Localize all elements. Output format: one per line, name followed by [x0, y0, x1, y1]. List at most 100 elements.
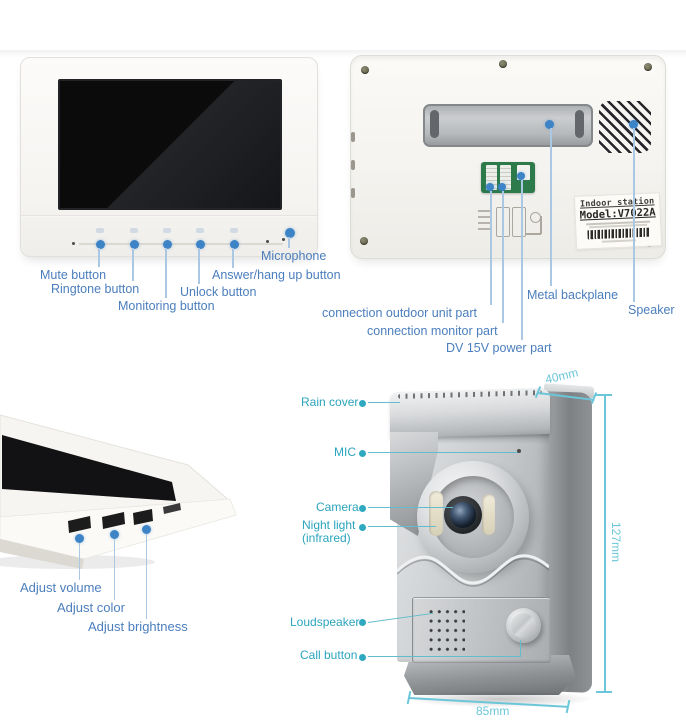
callout-dot-mic: [359, 449, 366, 457]
side-notch: [351, 132, 355, 142]
terminal-block-outdoor: [486, 165, 497, 190]
color-slider: [102, 512, 125, 529]
callout-dot-backplane: [544, 119, 554, 129]
button-glyph: [196, 228, 204, 233]
monitor-seam: [21, 215, 317, 217]
label-microphone: Microphone: [261, 249, 327, 263]
leader-line: [550, 128, 552, 286]
label-answer-button: Answer/hang up button: [212, 268, 341, 282]
label-night-light-sub: (infrared): [302, 531, 351, 545]
button-glyph: [96, 228, 104, 233]
panel-pinhole-left: [72, 242, 75, 245]
leader-line: [368, 402, 400, 404]
barcode: [587, 227, 650, 240]
label-camera: Camera: [316, 500, 359, 514]
unit-shadow: [398, 690, 603, 708]
slot-opening-left: [430, 110, 439, 138]
button-dot-monitoring: [162, 239, 172, 249]
microphone-dot: [285, 228, 295, 238]
button-glyph: [163, 228, 171, 233]
bezel-wave-seam: [397, 554, 549, 587]
leader-line: [198, 248, 200, 284]
leader-line: [368, 507, 453, 509]
metal-backplane-slot: [423, 104, 593, 147]
rain-cover-hood: [390, 387, 550, 439]
mic-hole: [517, 449, 521, 453]
callout-dot-outdoor-terminal: [486, 183, 494, 191]
slot-opening-right: [575, 110, 584, 138]
label-rain-cover: Rain cover: [301, 395, 359, 409]
callout-dot-camera: [359, 504, 366, 512]
leader-line: [368, 656, 521, 658]
microphone-pinhole: [282, 238, 285, 241]
button-dot-unlock: [195, 239, 205, 249]
leader-line: [78, 543, 80, 580]
screw: [361, 66, 369, 74]
label-adjust-volume: Adjust volume: [20, 580, 102, 595]
indoor-monitor-back: Indoor station Model:V7022A: [350, 55, 666, 259]
label-power-part: DV 15V power part: [446, 341, 552, 355]
leader-line: [232, 248, 234, 268]
label-ringtone-button: Ringtone button: [51, 282, 140, 296]
label-mute-button: Mute button: [40, 268, 107, 282]
ir-light-slot-left: [429, 491, 443, 536]
leader-line: [490, 191, 492, 305]
call-button-cap: [511, 613, 536, 638]
screw: [360, 237, 368, 245]
leader-line: [113, 539, 115, 600]
button-glyph: [130, 228, 138, 233]
button-dot-answer: [229, 239, 239, 249]
dimension-text-85mm: 85mm: [476, 704, 510, 718]
label-adjust-color: Adjust color: [57, 600, 125, 615]
screw: [644, 63, 652, 71]
callout-dot-call-button: [359, 653, 366, 661]
panel-pinhole-right: [266, 240, 269, 243]
button-glyph: [230, 228, 238, 233]
label-loudspeaker: Loudspeaker: [290, 615, 360, 629]
label-adjust-brightness: Adjust brightness: [88, 619, 188, 634]
button-dot-mute: [95, 239, 105, 249]
backdrop-edge: [0, 50, 686, 58]
sticker-fineprint: [601, 239, 636, 243]
callout-dot-loudspeaker: [359, 618, 366, 626]
monitor-front-edge: [0, 498, 237, 560]
leader-line: [288, 237, 290, 248]
model-sticker: Indoor station Model:V7022A: [573, 192, 663, 250]
dimension-text-40mm: 40mm: [543, 365, 580, 387]
volume-slider: [68, 516, 91, 533]
callout-dot-brightness: [141, 524, 151, 534]
screw: [499, 60, 507, 68]
label-unlock-button: Unlock button: [180, 285, 257, 299]
callout-dot-speaker: [628, 119, 638, 129]
label-call-button: Call button: [300, 648, 358, 662]
leader-line: [521, 180, 523, 340]
sticker-model-line: Model:V7022A: [579, 206, 656, 222]
dim-tick: [596, 691, 612, 693]
label-speaker: Speaker: [628, 303, 675, 317]
leader-line: [145, 534, 147, 619]
label-metal-backplane: Metal backplane: [527, 288, 619, 302]
indoor-monitor-front: [20, 57, 318, 257]
button-dot-ringtone: [129, 239, 139, 249]
label-mic: MIC: [334, 445, 356, 459]
callout-dot-volume: [74, 533, 84, 543]
camera-lens: [450, 502, 476, 528]
monitor-bottom-face: [0, 539, 84, 569]
label-night-light: Night light: [302, 518, 356, 532]
leader-line: [368, 526, 436, 528]
leader-line: [633, 128, 635, 302]
button-strip-line: [79, 243, 283, 245]
ir-light-slot-right: [482, 494, 495, 535]
callout-dot-monitor-terminal: [498, 183, 506, 191]
dim-tick: [596, 394, 612, 396]
wiring-print: [478, 207, 550, 241]
label-connection-outdoor: connection outdoor unit part: [322, 306, 477, 320]
leader-line: [368, 452, 518, 454]
leader-line: [502, 191, 504, 323]
leader-line: [520, 640, 522, 657]
callout-dot-color: [109, 529, 119, 539]
monitor-screen: [58, 79, 282, 210]
leader-line: [132, 248, 134, 281]
leader-line: [165, 248, 167, 298]
dimension-text-127mm: 127mm: [609, 522, 623, 563]
